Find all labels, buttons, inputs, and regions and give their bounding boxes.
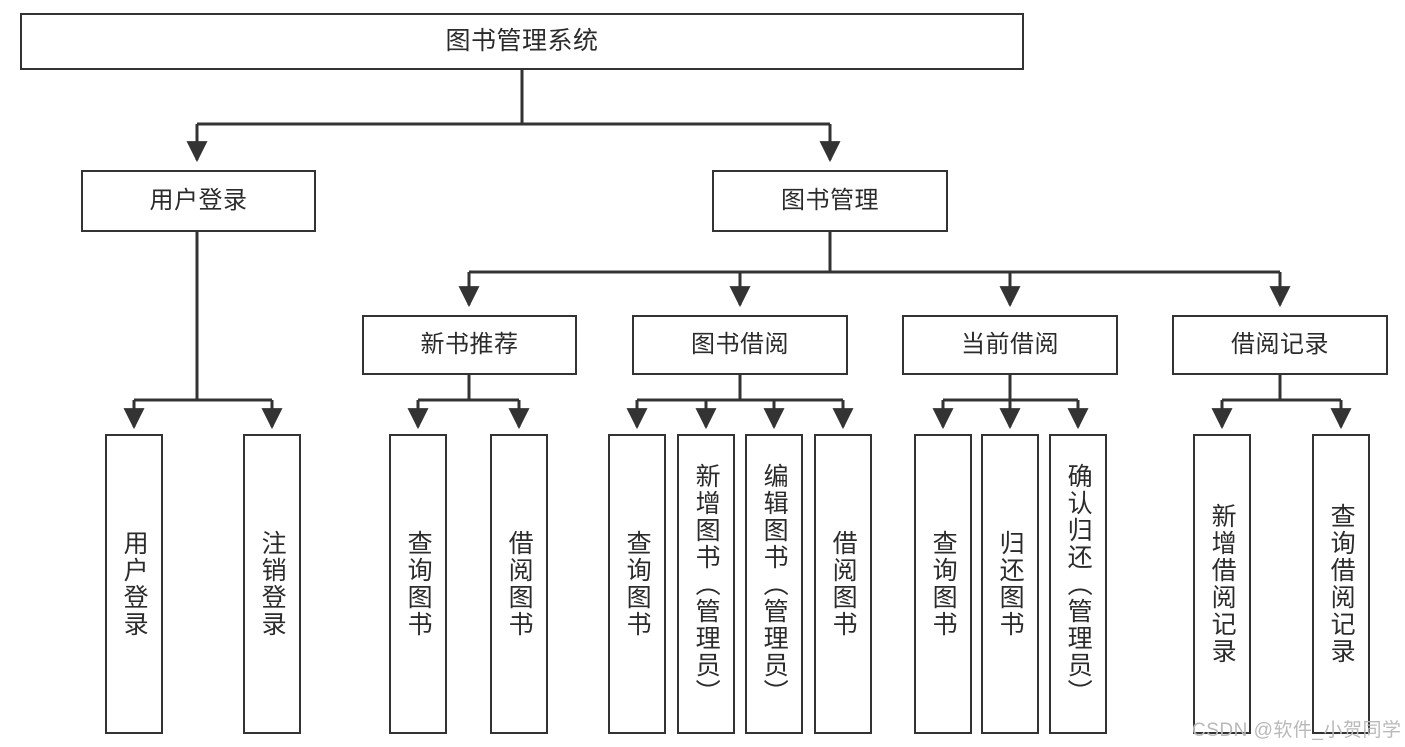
node-book-management-label: 图书管理	[781, 186, 879, 214]
node-book-management[interactable]: 图书管理	[712, 170, 948, 232]
leaf-query-book-recommend-label: 查询图书	[404, 530, 433, 638]
node-user-login[interactable]: 用户登录	[81, 170, 316, 232]
leaf-add-borrow-record-label: 新增借阅记录	[1208, 503, 1237, 665]
leaf-borrow-book[interactable]: 借阅图书	[814, 434, 872, 734]
node-borrow-record-label: 借阅记录	[1231, 330, 1329, 358]
leaf-user-login-label: 用户登录	[120, 530, 149, 638]
leaf-borrow-book-recommend[interactable]: 借阅图书	[490, 434, 548, 734]
leaf-add-book-label: 新增图书（管理员）	[692, 462, 721, 706]
node-root-label: 图书管理系统	[445, 26, 599, 55]
leaf-query-book-borrow-label: 查询图书	[623, 530, 652, 638]
leaf-borrow-book-label: 借阅图书	[829, 530, 858, 638]
leaf-user-login[interactable]: 用户登录	[105, 434, 163, 734]
node-root[interactable]: 图书管理系统	[20, 13, 1024, 70]
leaf-add-borrow-record[interactable]: 新增借阅记录	[1193, 434, 1251, 734]
node-current-borrow-label: 当前借阅	[961, 330, 1059, 358]
node-book-borrow[interactable]: 图书借阅	[632, 315, 848, 375]
leaf-edit-book-label: 编辑图书（管理员）	[760, 462, 789, 706]
leaf-edit-book[interactable]: 编辑图书（管理员）	[745, 434, 803, 734]
csdn-watermark: CSDN @软件_小贺同学	[1192, 720, 1402, 741]
leaf-query-book-current[interactable]: 查询图书	[914, 434, 972, 734]
leaf-return-book-label: 归还图书	[996, 530, 1025, 638]
leaf-confirm-return-label: 确认归还（管理员）	[1064, 462, 1093, 706]
node-current-borrow[interactable]: 当前借阅	[902, 315, 1118, 375]
leaf-add-book[interactable]: 新增图书（管理员）	[677, 434, 735, 734]
node-book-borrow-label: 图书借阅	[691, 330, 789, 358]
node-user-login-label: 用户登录	[149, 186, 248, 214]
leaf-logout-label: 注销登录	[258, 530, 287, 638]
node-new-book-recommend[interactable]: 新书推荐	[362, 315, 577, 375]
leaf-return-book[interactable]: 归还图书	[981, 434, 1039, 734]
node-borrow-record[interactable]: 借阅记录	[1172, 315, 1388, 375]
leaf-query-book-borrow[interactable]: 查询图书	[608, 434, 666, 734]
leaf-query-book-current-label: 查询图书	[929, 530, 958, 638]
leaf-query-book-recommend[interactable]: 查询图书	[389, 434, 447, 734]
leaf-borrow-book-recommend-label: 借阅图书	[505, 530, 534, 638]
leaf-query-borrow-record-label: 查询借阅记录	[1327, 503, 1356, 665]
leaf-confirm-return[interactable]: 确认归还（管理员）	[1049, 434, 1107, 734]
node-new-book-recommend-label: 新书推荐	[420, 330, 519, 358]
leaf-query-borrow-record[interactable]: 查询借阅记录	[1312, 434, 1370, 734]
leaf-logout[interactable]: 注销登录	[243, 434, 301, 734]
